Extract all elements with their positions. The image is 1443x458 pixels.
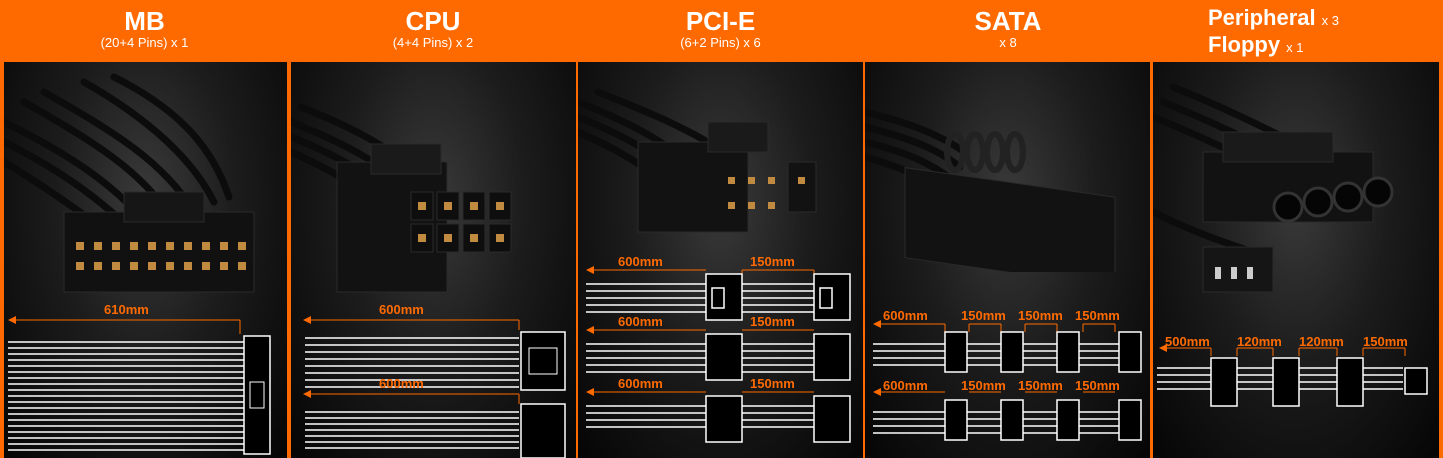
- column-panel: 600mm 600mm: [291, 62, 576, 458]
- peripheral-header: Peripheral x 3 Floppy x 1: [1208, 6, 1339, 60]
- column-panel: 500mm 120mm 120mm 150mm: [1153, 62, 1439, 458]
- column-qty: x 3: [1321, 13, 1339, 28]
- cable-length-label: 150mm: [1018, 378, 1063, 393]
- column-pcie: PCI-E (6+2 Pins) x 6: [577, 0, 864, 458]
- cable-length-label: 120mm: [1299, 334, 1344, 349]
- cable-length-label: 150mm: [1075, 378, 1120, 393]
- cable-length-label: 600mm: [883, 378, 928, 393]
- column-subtitle: (20+4 Pins) x 1: [100, 35, 189, 50]
- cable-length-label: 610mm: [104, 302, 149, 317]
- cable-length-label: 150mm: [1363, 334, 1408, 349]
- column-cpu: CPU (4+4 Pins) x 2: [289, 0, 577, 458]
- column-header: Peripheral x 3 Floppy x 1: [1152, 0, 1443, 62]
- column-mb: MB (20+4 Pins) x 1: [0, 0, 289, 458]
- pcie-connector-icon: [578, 88, 817, 233]
- column-header: CPU (4+4 Pins) x 2: [289, 0, 577, 62]
- column-subtitle: x 8: [999, 35, 1017, 50]
- cpu-connector-icon: [291, 103, 512, 293]
- column-subtitle: (6+2 Pins) x 6: [680, 35, 761, 50]
- column-title: MB: [124, 6, 165, 36]
- column-header: PCI-E (6+2 Pins) x 6: [577, 0, 864, 62]
- cable-length-label: 600mm: [618, 314, 663, 329]
- molex-connector-icon: [1153, 83, 1394, 293]
- column-title: SATA: [974, 6, 1042, 36]
- cable-length-label: 600mm: [379, 376, 424, 391]
- column-qty: x 1: [1286, 40, 1304, 55]
- column-panel: 600mm 150mm 600mm 150mm 600mm 150mm: [578, 62, 863, 458]
- cable-length-label: 150mm: [750, 254, 795, 269]
- cable-length-label: 600mm: [618, 254, 663, 269]
- cable-length-label: 600mm: [618, 376, 663, 391]
- cable-length-label: 120mm: [1237, 334, 1282, 349]
- cpu-cable-diagram: [303, 316, 566, 458]
- cable-length-label: 500mm: [1165, 334, 1210, 349]
- cable-length-label: 150mm: [1018, 308, 1063, 323]
- cable-length-label: 150mm: [750, 376, 795, 391]
- column-header: SATA x 8: [864, 0, 1152, 62]
- column-title: CPU: [405, 6, 461, 36]
- column-header: MB (20+4 Pins) x 1: [0, 0, 289, 62]
- peripheral-cable-diagram: [1157, 344, 1428, 407]
- mb-cable-diagram: [8, 316, 271, 455]
- column-title: PCI-E: [685, 6, 756, 36]
- column-peripheral: Peripheral x 3 Floppy x 1: [1152, 0, 1443, 458]
- cable-length-label: 150mm: [961, 308, 1006, 323]
- cable-length-label: 150mm: [750, 314, 795, 329]
- cable-length-label: 150mm: [1075, 308, 1120, 323]
- column-title: Peripheral: [1208, 5, 1316, 30]
- column-title: Floppy: [1208, 32, 1281, 57]
- sata-cable-diagram: [873, 320, 1142, 441]
- column-panel: 600mm 150mm 150mm 150mm 600mm 150mm 150m…: [865, 62, 1150, 458]
- column-subtitle: (4+4 Pins) x 2: [392, 35, 474, 50]
- pcie-cable-diagram: [586, 266, 851, 443]
- cable-length-label: 600mm: [883, 308, 928, 323]
- column-sata: SATA x 8: [864, 0, 1152, 458]
- column-panel: 610mm: [4, 62, 287, 458]
- sata-connector-icon: [865, 108, 1116, 272]
- mb-connector-icon: [4, 73, 255, 293]
- cable-length-label: 150mm: [961, 378, 1006, 393]
- cable-length-label: 600mm: [379, 302, 424, 317]
